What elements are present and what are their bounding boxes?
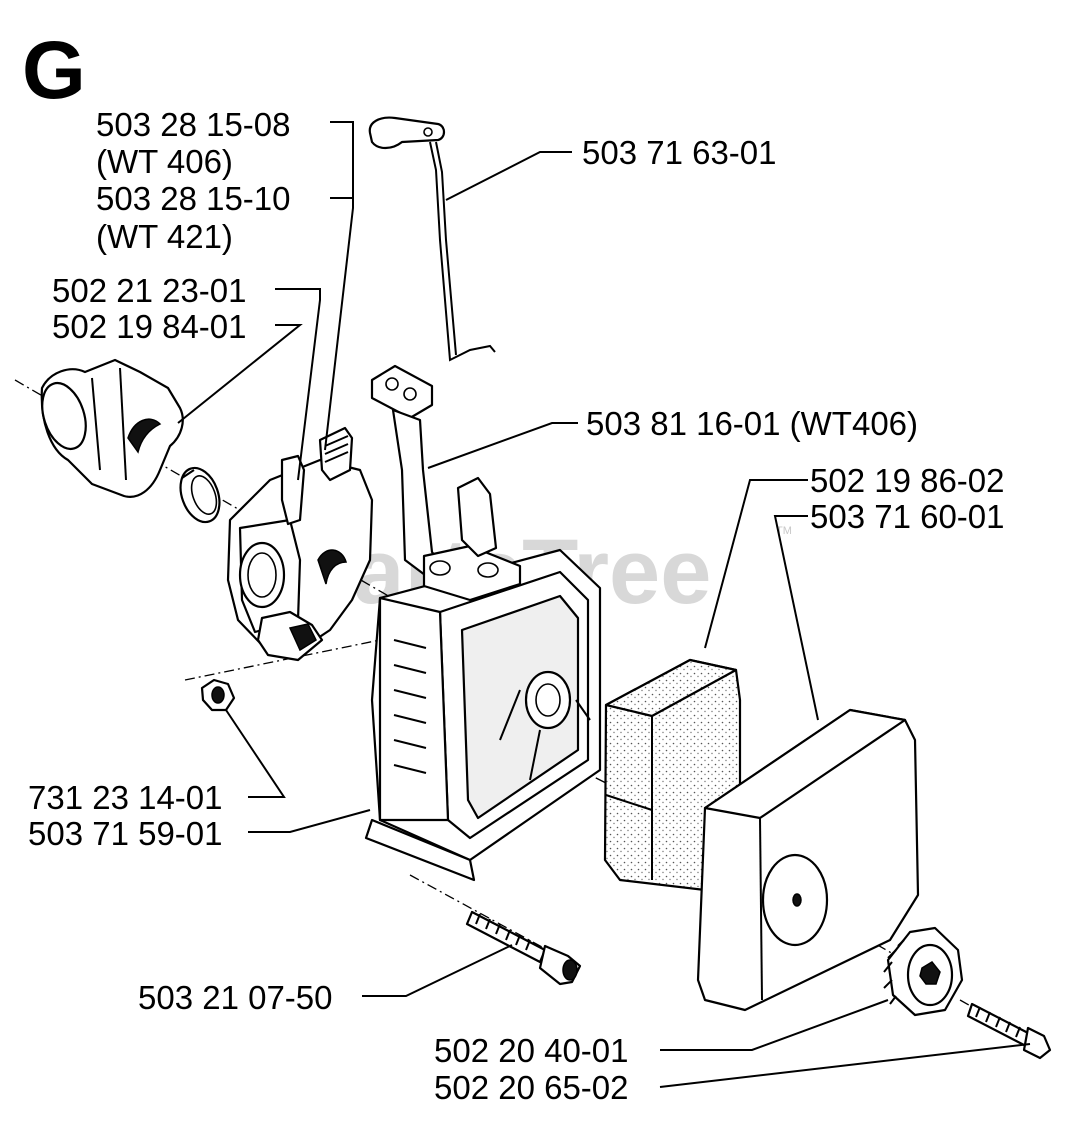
carburettor-part	[226, 426, 374, 662]
nut-part	[200, 678, 236, 712]
section-letter: G	[22, 25, 86, 116]
watermark-tm: TM	[776, 525, 792, 537]
label-nut: 731 23 14-01	[28, 779, 223, 816]
label-filter-foam: 502 19 86-02	[810, 462, 1005, 499]
choke-rod-part	[368, 116, 496, 362]
label-knob-screw: 502 20 65-02	[434, 1069, 629, 1106]
filter-cover-part	[696, 708, 920, 1012]
throttle-lever-part	[370, 364, 446, 577]
leader-lines	[177, 121, 1031, 1088]
label-filter-housing: 503 71 59-01	[28, 815, 223, 852]
cover-knob-part	[883, 926, 964, 1017]
label-carb-wt421-model: (WT 421)	[96, 218, 233, 255]
label-filter-cover: 503 71 60-01	[810, 498, 1005, 535]
intake-pipe-part	[40, 358, 184, 498]
intake-ring-part	[179, 466, 221, 524]
label-cover-knob: 502 20 40-01	[434, 1032, 629, 1069]
housing-screw-part	[465, 910, 582, 986]
knob-screw-part	[966, 1002, 1052, 1060]
part-labels: 503 28 15-08 (WT 406) 503 28 15-10 (WT 4…	[28, 106, 1005, 1106]
label-carb-wt406-part: 503 28 15-08	[96, 106, 291, 143]
label-intake-pipe: 502 21 23-01	[52, 272, 247, 309]
label-housing-screw: 503 21 07-50	[138, 979, 333, 1016]
label-carb-wt421-part: 503 28 15-10	[96, 180, 291, 217]
label-intake-ring: 502 19 84-01	[52, 308, 247, 345]
filter-housing-part	[364, 476, 602, 882]
label-throttle-lever: 503 81 16-01 (WT406)	[586, 405, 918, 442]
label-choke-rod: 503 71 63-01	[582, 134, 777, 171]
label-carb-wt406-model: (WT 406)	[96, 143, 233, 180]
